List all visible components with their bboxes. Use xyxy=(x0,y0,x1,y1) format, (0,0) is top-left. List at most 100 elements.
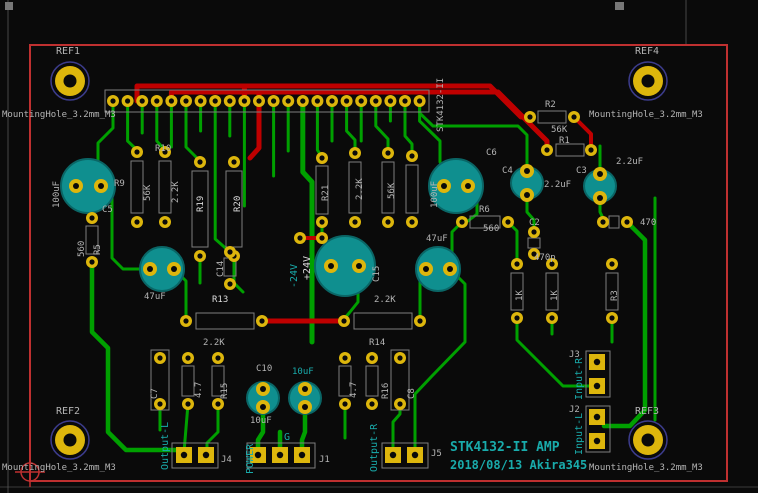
pcb-label[interactable]: J4 xyxy=(221,455,232,465)
pcb-label[interactable]: R10 xyxy=(155,144,171,154)
trace-bottom-copper[interactable] xyxy=(184,99,202,163)
pcb-label[interactable]: REF4 xyxy=(635,46,659,57)
pcb-label[interactable]: C4 xyxy=(502,166,513,176)
trace-bottom-copper[interactable] xyxy=(418,99,529,173)
trace-bottom-copper[interactable] xyxy=(213,99,232,254)
capacitor-body[interactable] xyxy=(314,235,376,297)
trace-bottom-copper[interactable] xyxy=(155,99,167,152)
pcb-label[interactable]: 2.2uF xyxy=(616,157,643,167)
pcb-label[interactable]: G xyxy=(284,432,290,443)
trace-bottom-copper[interactable] xyxy=(299,404,308,455)
pcb-label[interactable]: 4.7 xyxy=(194,382,204,398)
capacitor-body[interactable] xyxy=(428,158,484,214)
pcb-label[interactable]: 4.7 xyxy=(349,382,359,398)
pcb-label[interactable]: 560 xyxy=(77,241,87,257)
trace-bottom-copper[interactable] xyxy=(315,99,324,159)
pcb-label[interactable]: R1 xyxy=(559,136,570,146)
pcb-label[interactable]: R20 xyxy=(233,196,243,212)
pcb-label[interactable]: MountingHole_3.2mm_M3 xyxy=(589,463,703,473)
mounting-holes[interactable] xyxy=(50,61,668,460)
pcb-label[interactable]: 100uF xyxy=(430,181,440,208)
pcb-label[interactable]: R15 xyxy=(220,383,230,399)
pcb-label[interactable]: -24V xyxy=(289,264,300,288)
pcb-label[interactable]: R3 xyxy=(610,290,620,301)
pcb-label[interactable]: MountingHole_3.2mm_M3 xyxy=(2,110,116,120)
pcb-label[interactable]: 100uF xyxy=(52,181,62,208)
pcb-label[interactable]: C8 xyxy=(407,388,417,399)
trace-bottom-copper[interactable] xyxy=(182,402,190,454)
pcb-label[interactable]: 2.2K xyxy=(171,181,181,203)
pcb-label[interactable]: 2.2uF xyxy=(544,180,571,190)
pcb-label[interactable]: C7 xyxy=(150,388,160,399)
trace-bottom-copper[interactable] xyxy=(413,267,467,454)
pcb-label[interactable]: POWER xyxy=(245,443,256,474)
pcb-label[interactable]: +24V xyxy=(302,256,313,280)
pcb-label[interactable]: R19 xyxy=(196,196,206,212)
pcb-label[interactable]: REF3 xyxy=(635,406,659,417)
pcb-label[interactable]: 2.2K xyxy=(355,178,365,200)
trace-bottom-copper[interactable] xyxy=(515,316,592,388)
pcb-label[interactable]: MountingHole_3.2mm_M3 xyxy=(589,110,703,120)
pcb-label[interactable]: 1K xyxy=(550,290,560,301)
trace-bottom-copper[interactable] xyxy=(601,219,648,429)
trace-bottom-copper[interactable] xyxy=(255,404,266,455)
pcb-label[interactable]: 2018/08/13 Akira345 xyxy=(450,458,587,472)
pcb-label[interactable]: 10uF xyxy=(250,416,272,426)
pcb-label[interactable]: J1 xyxy=(319,455,330,465)
pcb-label[interactable]: C5 xyxy=(102,205,113,215)
pcb-label[interactable]: R6 xyxy=(479,205,490,215)
capacitor-bodies[interactable] xyxy=(60,158,617,415)
pcb-label[interactable]: R9 xyxy=(114,179,125,189)
pcb-label[interactable]: Input-L xyxy=(574,413,585,455)
pcb-label[interactable]: R16 xyxy=(381,383,391,399)
trace-bottom-copper[interactable] xyxy=(374,99,390,155)
pcb-label[interactable]: Output-R xyxy=(369,423,380,472)
capacitor-body[interactable] xyxy=(415,246,461,292)
pcb-label[interactable]: C10 xyxy=(256,364,272,374)
pcb-label[interactable]: REF2 xyxy=(56,406,80,417)
trace-top-copper[interactable] xyxy=(168,89,550,153)
top-copper-traces[interactable] xyxy=(134,83,593,324)
pcb-label[interactable]: 56K xyxy=(387,182,397,199)
pcb-label[interactable]: J3 xyxy=(569,350,580,360)
pcb-label[interactable]: 1K xyxy=(515,290,525,301)
pcb-label[interactable]: 47uF xyxy=(426,234,448,244)
pcb-label[interactable]: 2.2K xyxy=(374,295,396,305)
pcb-label[interactable]: 10uF xyxy=(292,367,314,377)
pcb-label[interactable]: 2.2K xyxy=(203,338,225,348)
bottom-copper-traces[interactable] xyxy=(74,98,657,456)
trace-bottom-copper[interactable] xyxy=(345,99,357,155)
trace-bottom-copper[interactable] xyxy=(300,98,315,345)
pcb-label[interactable]: 470p xyxy=(534,253,556,263)
pcb-label[interactable]: REF1 xyxy=(56,46,80,57)
pcb-label[interactable]: 560 xyxy=(483,224,499,234)
trace-bottom-copper[interactable] xyxy=(126,99,139,152)
pcb-label[interactable]: J2 xyxy=(569,405,580,415)
through-hole-pads[interactable] xyxy=(69,95,633,463)
pcb-label[interactable]: 56K xyxy=(551,125,568,135)
pcb-label[interactable]: C6 xyxy=(486,148,497,158)
pcb-label[interactable]: C15 xyxy=(372,266,382,282)
trace-top-copper[interactable] xyxy=(247,98,262,161)
trace-bottom-copper[interactable] xyxy=(205,402,220,454)
pcb-label[interactable]: 56K xyxy=(143,184,153,201)
trace-top-copper[interactable] xyxy=(572,115,593,150)
capacitor-body[interactable] xyxy=(139,246,185,292)
pcb-label[interactable]: R14 xyxy=(369,338,385,348)
trace-bottom-copper[interactable] xyxy=(506,220,519,265)
pcb-label[interactable]: C2 xyxy=(529,218,540,228)
pcb-label[interactable]: C3 xyxy=(576,166,587,176)
pcb-label[interactable]: Output-L xyxy=(160,422,171,470)
pcb-label[interactable]: R5 xyxy=(93,244,103,255)
pcb-label[interactable]: 47uF xyxy=(144,292,166,302)
pcb-label[interactable]: Input-R xyxy=(574,357,585,400)
pcb-label[interactable]: C14 xyxy=(216,261,226,277)
pcb-label[interactable]: J5 xyxy=(431,449,442,459)
capacitor-body[interactable] xyxy=(60,158,116,214)
trace-bottom-copper[interactable] xyxy=(403,99,414,158)
trace-bottom-copper[interactable] xyxy=(391,404,402,454)
pcb-label[interactable]: 470 xyxy=(640,218,656,228)
